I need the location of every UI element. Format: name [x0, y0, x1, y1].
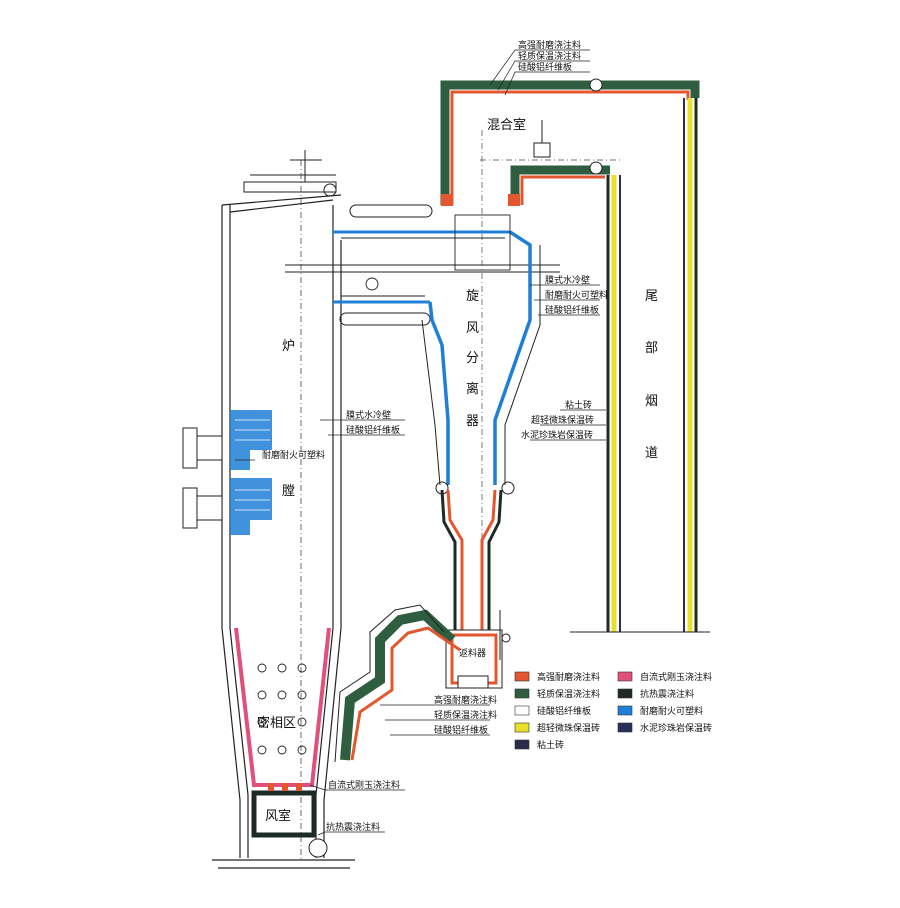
legend-item-high_strength_castable: 高强耐磨浇注料	[514, 671, 600, 683]
legend-label: 超轻微珠保温砖	[537, 722, 600, 734]
callout-flue-2: 超轻微珠保温砖	[531, 414, 594, 426]
legend-item-alumina_silicate_fiber: 硅酸铝纤维板	[514, 705, 591, 717]
dense-zone-lining	[234, 627, 331, 787]
mixing-chamber-label: 混合室	[487, 117, 526, 133]
legend-swatch	[617, 722, 633, 733]
callout-return-2: 轻质保温浇注料	[434, 709, 497, 721]
legend-label: 耐磨耐火可塑料	[640, 705, 703, 717]
callout-top-3: 硅酸铝纤维板	[518, 61, 572, 73]
callouts-flue: 粘土砖 超轻微珠保温砖 水泥珍珠岩保温砖	[521, 399, 594, 441]
svg-text:道: 道	[645, 446, 658, 461]
return-leg	[334, 604, 461, 763]
callout-top-1: 高强耐磨浇注料	[518, 39, 581, 51]
outlet-duct	[440, 78, 700, 206]
legend-label: 轻质保温浇注料	[537, 688, 600, 700]
steam-drum	[243, 150, 337, 197]
svg-text:烟: 烟	[645, 394, 658, 409]
svg-text:尾: 尾	[645, 289, 658, 304]
callout-cyclone-3: 硅酸铝纤维板	[545, 304, 599, 316]
callout-furnace-left: 耐磨耐火可塑料	[262, 449, 325, 461]
svg-text:旋: 旋	[466, 289, 479, 304]
legend-label: 硅酸铝纤维板	[537, 705, 591, 717]
callout-top-2: 轻质保温浇注料	[518, 50, 581, 62]
callout-cyclone-2: 耐磨耐火可塑料	[545, 289, 608, 301]
svg-text:部: 部	[645, 341, 658, 356]
callouts-top: 高强耐磨浇注料 轻质保温浇注料 硅酸铝纤维板	[518, 39, 581, 73]
inlet-duct	[285, 204, 560, 326]
legend-item-thermal_shock_castable: 抗热震浇注料	[617, 688, 694, 700]
svg-text:分: 分	[466, 351, 479, 366]
legend-item-ultralight_bead_brick: 超轻微珠保温砖	[514, 722, 600, 734]
leader-lines	[235, 49, 606, 836]
legend-swatch	[514, 671, 530, 682]
wind-box-label: 风室	[265, 808, 291, 824]
callout-flue-3: 水泥珍珠岩保温砖	[521, 429, 593, 441]
callout-cyclone-1: 膜式水冷壁	[545, 274, 590, 286]
callouts-return: 高强耐磨浇注料 轻质保温浇注料 硅酸铝纤维板	[434, 694, 497, 736]
cyclone-body	[421, 130, 541, 560]
legend-item-self_flow_corundum: 自流式刚玉浇注料	[617, 671, 712, 683]
furnace-left-ports	[182, 427, 223, 529]
callout-bottom-2: 抗热震浇注料	[326, 821, 380, 833]
callout-furnace-2: 硅酸铝纤维板	[346, 424, 400, 436]
callout-flue-1: 粘土砖	[565, 399, 592, 411]
callouts-furnace: 膜式水冷壁 硅酸铝纤维板 耐磨耐火可塑料	[262, 409, 400, 461]
legend-label: 抗热震浇注料	[640, 688, 694, 700]
callout-furnace-1: 膜式水冷壁	[346, 409, 391, 421]
legend-item-light_insulation_castable: 轻质保温浇注料	[514, 688, 600, 700]
legend-item-perlite_brick: 水泥珍珠岩保温砖	[617, 722, 712, 734]
wind-box	[251, 783, 328, 858]
callouts-bottom: 自流式刚玉浇注料 抗热震浇注料	[326, 779, 400, 833]
dense-zone-label: 密相区	[257, 715, 296, 731]
legend-swatch	[514, 722, 530, 733]
legend-label: 自流式刚玉浇注料	[640, 671, 712, 683]
legend-swatch	[617, 671, 633, 682]
legend-item-plastic_refractory: 耐磨耐火可塑料	[617, 705, 703, 717]
loop-seal-label: 返料器	[459, 647, 486, 659]
loop-seal	[445, 610, 511, 689]
legend-item-clay_brick: 粘土砖	[514, 739, 564, 751]
legend-swatch	[514, 705, 530, 716]
callout-return-3: 硅酸铝纤维板	[434, 724, 488, 736]
svg-text:膛: 膛	[282, 484, 295, 499]
svg-text:离: 离	[466, 381, 479, 397]
svg-text:器: 器	[466, 414, 479, 429]
tail-flue-label: 尾 部 烟 道	[645, 289, 658, 461]
tail-flue	[570, 98, 710, 633]
callouts-cyclone: 膜式水冷壁 耐磨耐火可塑料 硅酸铝纤维板	[545, 274, 608, 316]
svg-text:风: 风	[466, 321, 479, 336]
cyclone-label: 旋 风 分 离 器	[466, 289, 479, 429]
legend-label: 粘土砖	[537, 739, 564, 751]
dense-zone-nozzles	[257, 663, 307, 755]
legend-swatch	[514, 739, 530, 750]
legend-swatch	[514, 688, 530, 699]
cyclone-dipleg	[440, 489, 503, 630]
furnace-left-plastic	[230, 410, 272, 535]
legend-swatch	[617, 688, 633, 699]
legend-label: 水泥珍珠岩保温砖	[640, 722, 712, 734]
legend-swatch	[617, 705, 633, 716]
callout-bottom-1: 自流式刚玉浇注料	[328, 779, 400, 791]
svg-text:炉: 炉	[282, 339, 295, 354]
callout-return-1: 高强耐磨浇注料	[434, 694, 497, 706]
furnace-label: 炉 膛	[282, 339, 295, 499]
legend-label: 高强耐磨浇注料	[537, 671, 600, 683]
